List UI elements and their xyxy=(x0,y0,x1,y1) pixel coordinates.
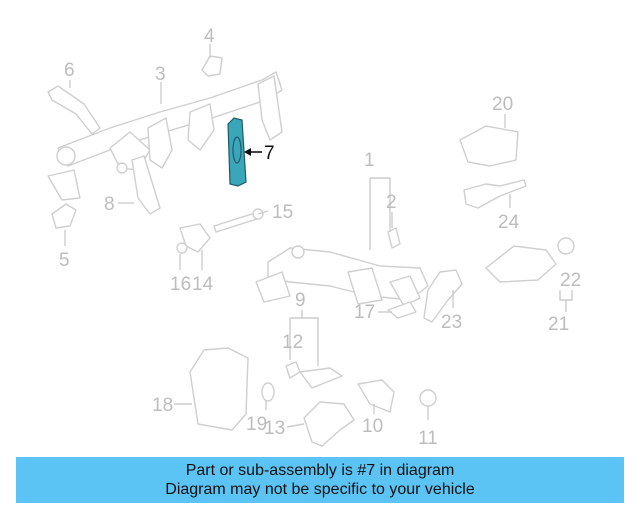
part-3-cross-car-beam xyxy=(47,71,283,201)
callout-16: 16 xyxy=(170,274,191,295)
banner-line-2: Diagram may not be specific to your vehi… xyxy=(165,481,475,498)
parts-diagram: 6 3 4 7 8 5 15 16 14 1 2 20 24 22 21 23 … xyxy=(47,26,581,449)
callout-15: 15 xyxy=(272,202,293,223)
info-banner: Part or sub-assembly is #7 in diagram Di… xyxy=(16,457,624,503)
callout-20: 20 xyxy=(492,94,513,115)
leader-lines xyxy=(64,44,573,428)
part-13-bracket xyxy=(303,401,355,447)
part-9-shaft xyxy=(299,367,343,389)
part-21-housing xyxy=(485,245,557,283)
part-22-cap xyxy=(557,237,575,255)
callout-17: 17 xyxy=(354,302,375,323)
callout-11: 11 xyxy=(418,428,438,449)
part-8-brace xyxy=(131,155,161,215)
part-16-nut xyxy=(176,242,188,254)
callout-24: 24 xyxy=(498,212,520,233)
part-2-bolt xyxy=(387,227,401,249)
part-4-clip xyxy=(201,55,223,77)
part-7-shape xyxy=(227,117,247,187)
banner-line-1: Part or sub-assembly is #7 in diagram xyxy=(185,462,455,479)
part-20-cover xyxy=(459,125,519,167)
part-1-steering-column xyxy=(255,245,429,307)
callout-8: 8 xyxy=(104,194,115,215)
callout-21: 21 xyxy=(548,314,569,335)
part-17-bracket xyxy=(387,301,417,319)
part-10-lock-cylinder xyxy=(357,379,395,413)
callout-4: 4 xyxy=(204,26,215,47)
callout-12: 12 xyxy=(282,332,303,353)
part-6-bracket xyxy=(47,85,101,135)
part-15-bolt xyxy=(213,208,264,233)
part-5-mount xyxy=(51,203,77,229)
part-19-grommet xyxy=(261,382,275,402)
part-11-washer xyxy=(419,389,437,407)
callout-22: 22 xyxy=(560,270,581,291)
part-12-bushing xyxy=(285,361,301,379)
callout-3: 3 xyxy=(155,64,166,85)
callout-13: 13 xyxy=(264,418,285,439)
part-23-lever xyxy=(423,269,463,323)
callout-23: 23 xyxy=(441,312,462,333)
part-24-switch xyxy=(463,179,527,209)
callout-14: 14 xyxy=(192,274,214,295)
callout-6: 6 xyxy=(64,60,75,81)
callout-19: 19 xyxy=(246,414,267,435)
callout-1: 1 xyxy=(364,150,375,171)
part-14-bracket xyxy=(179,223,211,253)
callout-9: 9 xyxy=(295,290,306,311)
callout-7: 7 xyxy=(264,143,275,164)
callout-2: 2 xyxy=(386,192,397,213)
callout-numbers: 6 3 4 7 8 5 15 16 14 1 2 20 24 22 21 23 … xyxy=(59,26,581,449)
callout-18: 18 xyxy=(152,395,173,416)
callout-10: 10 xyxy=(362,416,383,437)
part-7-reinforcement xyxy=(227,117,247,187)
callout-5: 5 xyxy=(59,250,70,271)
part-18-shroud xyxy=(189,347,249,431)
